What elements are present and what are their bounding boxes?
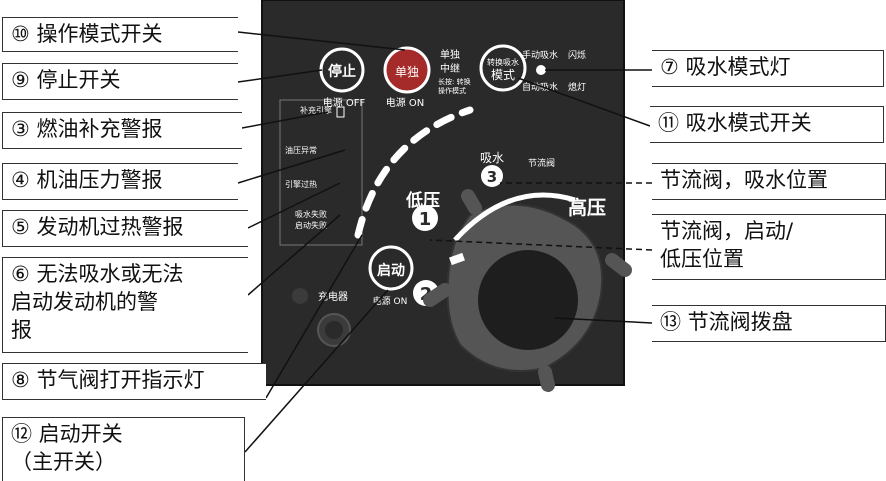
start-switch-label: 启动: [377, 262, 405, 279]
callout-fuel-warning: ③ 燃油补充警报: [2, 112, 242, 149]
operation-mode-button-label: 单独: [395, 65, 419, 79]
callout-throttle-open-indicator: ⑧ 节气阀打开指示灯: [2, 363, 266, 400]
suction-mode-button-line1: 转换吸水: [487, 57, 519, 67]
callout-throttle-dial: ⑬ 节流阀拨盘: [652, 305, 886, 342]
power-on-top-label: 电源 ON: [386, 96, 425, 109]
suction-number: 3: [487, 168, 497, 186]
manual-suction-label: 手动吸水: [522, 49, 558, 61]
low-pressure-number: 1: [419, 209, 432, 230]
flash-label: 闪烁: [568, 49, 586, 61]
callout-overheat-warning: ⑤ 发动机过热警报: [2, 210, 248, 247]
throttle-dial-knob: [478, 250, 578, 350]
suction-label: 吸水: [480, 151, 504, 165]
suction-mode-button-line2: 模式: [491, 68, 515, 82]
mode-note-2: 操作模式: [438, 86, 466, 95]
stop-switch-label: 停止: [328, 63, 356, 80]
suction-mode-lamp: [536, 65, 546, 75]
off-light-label: 熄灯: [568, 81, 586, 93]
throttle-label: 节流阀: [528, 157, 555, 169]
callout-suction-mode-switch: ⑪ 吸水模式开关: [650, 106, 884, 143]
mode-relay-label: 中继: [440, 62, 460, 75]
callout-suction-start-failure: ⑥ 无法吸水或无法 启动发动机的警 报: [2, 257, 248, 353]
callout-operation-mode-switch: ⑩ 操作模式开关: [2, 17, 238, 52]
mode-note-1: 长按: 转换: [438, 77, 471, 86]
callout-stop-switch: ⑨ 停止开关: [2, 63, 238, 100]
callout-start-switch: ⑫ 启动开关 （主开关）: [2, 417, 245, 481]
fail-label-1: 吸水失败: [295, 209, 327, 219]
oil-pressure-label: 油压异常: [285, 145, 317, 155]
callout-oil-pressure-warning: ④ 机油压力警报: [2, 163, 238, 200]
mode-single-label: 单独: [440, 48, 460, 61]
fail-label-2: 启动失败: [295, 220, 327, 230]
callout-suction-mode-lamp: ⑦ 吸水模式灯: [652, 50, 884, 87]
callout-throttle-start-low-position: 节流阀，启动/ 低压位置: [652, 214, 886, 280]
overheat-label: 引擎过热: [285, 179, 317, 189]
callout-throttle-suction-position: 节流阀，吸水位置: [652, 163, 886, 200]
